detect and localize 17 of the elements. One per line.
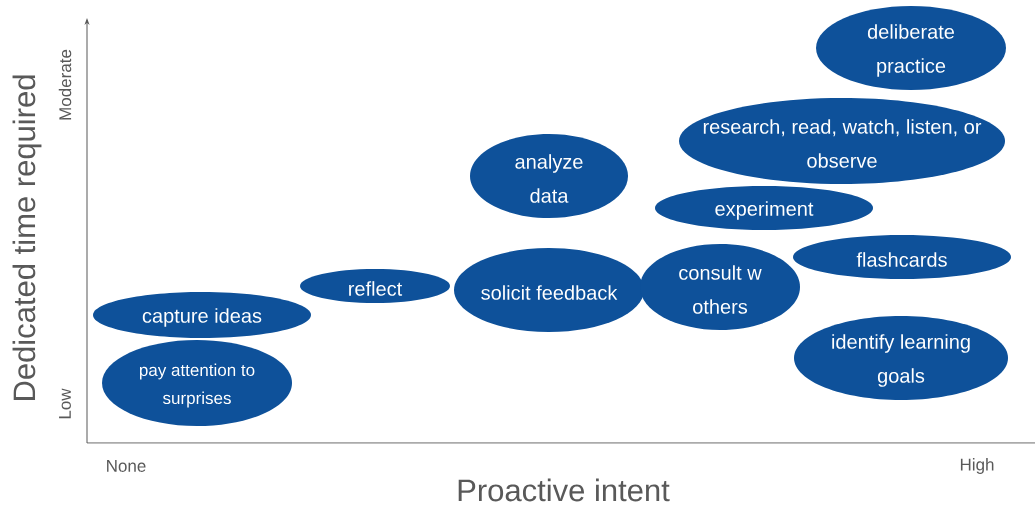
ellipse-bubble: experiment xyxy=(655,186,873,230)
axis-tick-label: High xyxy=(960,458,994,474)
ellipse-bubble: deliberate practice xyxy=(816,6,1006,90)
axis-tick-label: Low xyxy=(59,388,71,419)
ellipse-bubble: flashcards xyxy=(793,235,1011,279)
axis-title: Dedicated time required xyxy=(12,75,42,400)
ellipse-bubble: analyze data xyxy=(470,134,628,218)
axis-tick-label: None xyxy=(107,460,146,472)
ellipse-bubble: capture ideas xyxy=(93,292,311,338)
ellipse-bubble: research, read, watch, listen, or observe xyxy=(679,98,1005,184)
ellipse-bubble: identify learning goals xyxy=(794,316,1008,400)
axis-tick-label: Moderate xyxy=(58,49,72,120)
ellipse-bubble: solicit feedback xyxy=(454,248,644,332)
axis-title: Proactive intent xyxy=(458,478,670,502)
ellipse-bubble: reflect xyxy=(300,269,450,303)
ellipse-bubble: consult w others xyxy=(640,244,800,330)
ellipse-bubble: pay attention to surprises xyxy=(102,340,292,426)
